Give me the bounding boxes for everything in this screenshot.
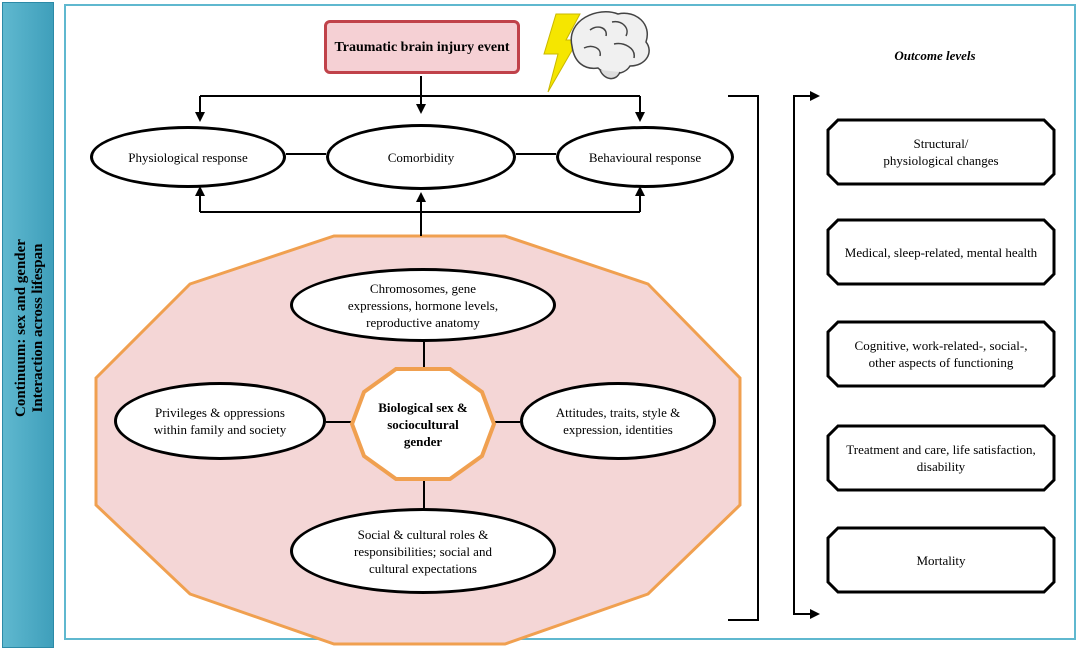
outcome-box-treatment: Treatment and care, life satisfaction, d… — [826, 424, 1056, 492]
center-octagon — [349, 367, 497, 481]
center-line-3: gender — [403, 433, 443, 449]
factor-bottom-line-1: Social & cultural roles & — [357, 526, 489, 542]
outcome-box-structural: Structural/ physiological changes — [826, 118, 1056, 186]
event-box: Traumatic brain injury event — [324, 20, 520, 74]
outcome-4-line-2: disability — [916, 459, 966, 474]
factor-top-line-1: Chromosomes, gene — [369, 280, 477, 296]
lightning-bolt-icon — [543, 13, 581, 93]
bracket-right — [728, 95, 759, 621]
outcome-shape — [826, 320, 1056, 388]
factor-bottom-line-3: cultural expectations — [369, 560, 477, 576]
factor-left-line-1: Privileges & oppressions — [155, 405, 285, 420]
outcome-1-line-1: Structural/ — [913, 136, 969, 151]
outcome-levels-title: Outcome levels — [894, 48, 976, 63]
factor-bottom-line-2: responsibilities; social and — [354, 543, 492, 559]
ellipse-biological-factors: Chromosomes, gene expressions, hormone l… — [290, 268, 556, 342]
center-label: Biological sex & sociocultural gender — [356, 392, 490, 456]
event-label: Traumatic brain injury event — [334, 39, 510, 55]
factor-top-line-3: reproductive anatomy — [366, 314, 480, 330]
ellipse-behavioural: Behavioural response — [556, 126, 734, 188]
outcome-4-line-1: Treatment and care, life satisfaction, — [846, 442, 1036, 457]
center-line-1: Biological sex & — [378, 399, 468, 415]
center-line-2: sociocultural — [387, 416, 459, 432]
factor-top-line-2: expressions, hormone levels, — [347, 297, 499, 313]
outcome-text: Mortality — [826, 526, 1056, 594]
factor-left-line-2: within family and society — [153, 422, 287, 437]
ellipse-privileges: Privileges & oppressions within family a… — [114, 382, 326, 460]
outcome-1-line-2: physiological changes — [883, 153, 999, 168]
factor-right-line-2: expression, identities — [563, 422, 673, 437]
outcome-text: Treatment and care, life satisfaction, d… — [826, 424, 1056, 492]
outcome-3-line-1: Cognitive, work-related-, social-, — [854, 338, 1028, 353]
outcome-box-cognitive: Cognitive, work-related-, social-, other… — [826, 320, 1056, 388]
sidebar-continuum: Continuum: sex and gender Interaction ac… — [2, 2, 54, 648]
outcome-text: Structural/ physiological changes — [826, 118, 1056, 186]
brain-icon — [570, 11, 650, 80]
factor-right-line-1: Attitudes, traits, style & — [555, 405, 681, 420]
ellipse-attitudes: Attitudes, traits, style & expression, i… — [520, 382, 716, 460]
outcome-3-line-2: other aspects of functioning — [868, 355, 1014, 370]
outcome-shape — [826, 424, 1056, 492]
physiological-label: Physiological response — [128, 149, 248, 165]
behavioural-label: Behavioural response — [588, 149, 702, 165]
outcome-box-mortality: Mortality — [826, 526, 1056, 594]
outcome-shape — [826, 526, 1056, 594]
ellipse-physiological: Physiological response — [90, 126, 286, 188]
ellipse-comorbidity: Comorbidity — [326, 124, 516, 190]
main-frame — [64, 4, 1076, 640]
outcome-2-line-1: Medical, sleep-related, mental health — [844, 244, 1038, 260]
outcome-shape — [826, 218, 1056, 286]
outcome-shape — [826, 118, 1056, 186]
outcome-text: Medical, sleep-related, mental health — [826, 218, 1056, 286]
comorbidity-label: Comorbidity — [387, 149, 455, 165]
outcome-box-medical: Medical, sleep-related, mental health — [826, 218, 1056, 286]
outcome-text: Cognitive, work-related-, social-, other… — [826, 320, 1056, 388]
outcome-arrow-line — [793, 91, 820, 615]
ellipse-social-roles: Social & cultural roles & responsibiliti… — [290, 508, 556, 594]
outcome-5-line-1: Mortality — [916, 552, 966, 568]
